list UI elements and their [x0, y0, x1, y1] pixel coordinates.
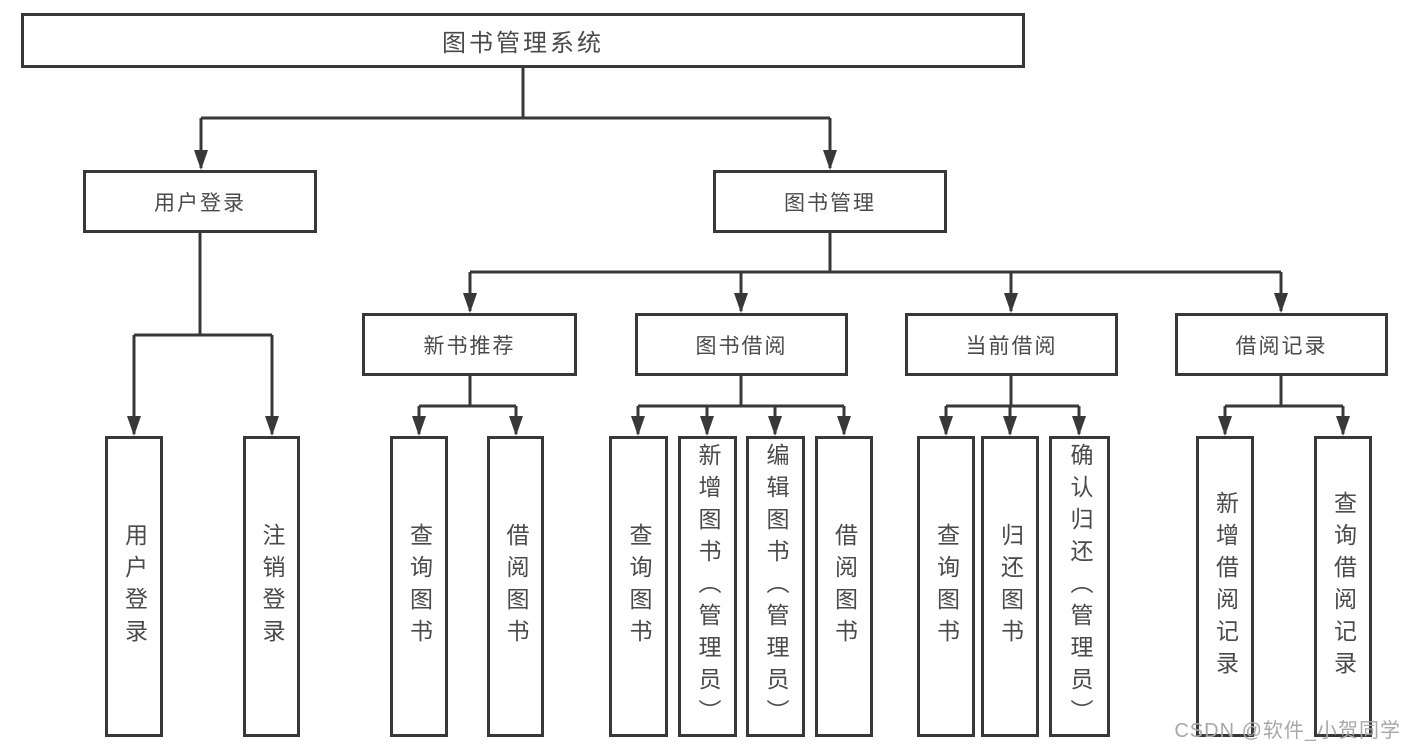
node-current-borrow: 当前借阅	[905, 313, 1118, 376]
leaf-return-book: 归还图书	[981, 436, 1039, 737]
leaf-logout: 注销登录	[243, 436, 300, 737]
leaf-query-book-recommend-label: 查询图书	[406, 522, 433, 651]
leaf-query-book-borrow: 查询图书	[609, 436, 668, 737]
node-current-borrow-label: 当前借阅	[965, 334, 1058, 358]
leaf-logout-label: 注销登录	[259, 522, 285, 651]
leaf-query-borrow-record: 查询借阅记录	[1314, 436, 1372, 737]
node-book-management: 图书管理	[713, 170, 947, 233]
node-book-borrow: 图书借阅	[635, 313, 848, 376]
leaf-query-book-recommend: 查询图书	[390, 436, 448, 737]
node-borrow-records: 借阅记录	[1175, 313, 1388, 376]
leaf-user-login-label: 用户登录	[121, 522, 148, 651]
node-user-login: 用户登录	[83, 170, 317, 233]
node-user-login-label: 用户登录	[154, 191, 246, 215]
leaf-edit-book-admin-label: 编辑图书（管理员）	[763, 442, 789, 731]
leaf-add-book-admin-label: 新增图书（管理员）	[695, 442, 721, 731]
leaf-user-login: 用户登录	[105, 436, 163, 737]
node-new-book-recommend-label: 新书推荐	[423, 334, 516, 358]
leaf-return-book-label: 归还图书	[997, 522, 1024, 651]
leaf-query-book-borrow-label: 查询图书	[626, 522, 652, 651]
leaf-confirm-return-admin-label: 确认归还（管理员）	[1067, 442, 1093, 731]
node-book-borrow-label: 图书借阅	[695, 334, 788, 358]
connector-newbook-to-leaves	[417, 376, 518, 434]
leaf-query-book-current: 查询图书	[917, 436, 975, 737]
leaf-query-book-current-label: 查询图书	[933, 522, 960, 651]
leaf-confirm-return-admin: 确认归还（管理员）	[1049, 436, 1110, 737]
leaf-borrow-book-borrow: 借阅图书	[815, 436, 873, 737]
leaf-add-borrow-record-label: 新增借阅记录	[1212, 490, 1239, 683]
connector-userlogin-to-leaves	[132, 233, 274, 434]
connector-bookborrow-to-leaves	[636, 376, 846, 434]
node-new-book-recommend: 新书推荐	[362, 313, 577, 376]
leaf-borrow-book-borrow-label: 借阅图书	[831, 522, 858, 651]
leaf-add-borrow-record: 新增借阅记录	[1196, 436, 1254, 737]
leaf-add-book-admin: 新增图书（管理员）	[678, 436, 737, 737]
node-root: 图书管理系统	[21, 13, 1025, 68]
leaf-borrow-book-recommend-label: 借阅图书	[503, 522, 529, 651]
node-borrow-records-label: 借阅记录	[1235, 334, 1328, 358]
connector-bookmgmt-to-level3	[468, 233, 1283, 311]
leaf-query-borrow-record-label: 查询借阅记录	[1330, 490, 1357, 683]
leaf-borrow-book-recommend: 借阅图书	[487, 436, 544, 737]
node-book-management-label: 图书管理	[784, 191, 876, 215]
watermark: CSDN @软件_小贺同学	[1174, 720, 1401, 742]
leaf-edit-book-admin: 编辑图书（管理员）	[746, 436, 805, 737]
node-root-label: 图书管理系统	[442, 30, 604, 57]
connector-root-to-level2	[199, 68, 832, 168]
connector-borrowrecords-to-leaves	[1223, 376, 1345, 434]
